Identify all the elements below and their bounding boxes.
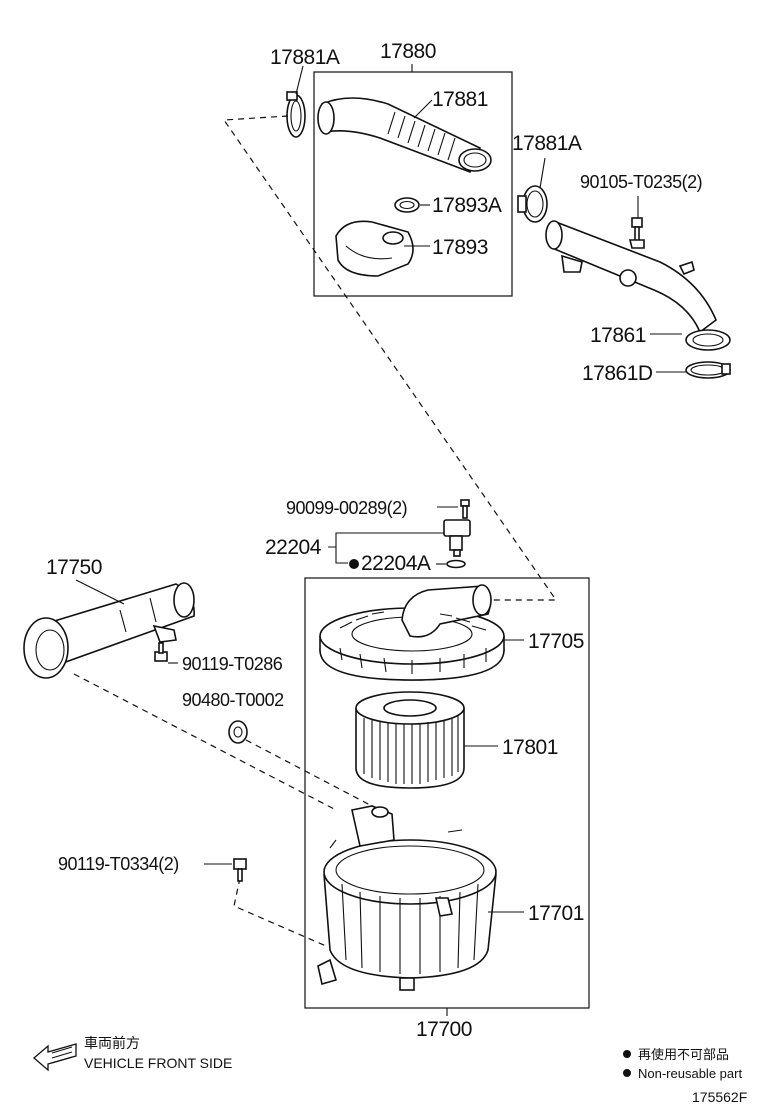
- clamp-17881A-right[interactable]: [517, 185, 548, 223]
- label-17881A-left: 17881A: [270, 46, 340, 69]
- front-direction-en: VEHICLE FRONT SIDE: [84, 1055, 232, 1071]
- part-labels: 17881A 17880 17881 17893A 17893 17881A 9…: [46, 40, 703, 1041]
- non-reusable-dot-icon: [349, 559, 359, 569]
- label-17881: 17881: [432, 88, 488, 111]
- hose-17881[interactable]: [317, 97, 492, 174]
- dashed-connection-grommet: [245, 739, 373, 807]
- clamp-17893A[interactable]: [394, 197, 420, 213]
- group-17700: [304, 577, 590, 1016]
- nonreusable-legend: 再使用不可部品 Non-reusable part: [623, 1047, 742, 1081]
- label-17881A-right: 17881A: [512, 132, 582, 155]
- clamp-17861D[interactable]: [685, 361, 731, 379]
- label-90480-T0002: 90480-T0002: [182, 690, 284, 710]
- non-reusable-dot-icon: [623, 1069, 631, 1077]
- nonreusable-en: Non-reusable part: [638, 1066, 742, 1081]
- label-17880: 17880: [380, 40, 436, 63]
- label-17893A: 17893A: [432, 194, 502, 217]
- group-17880: [286, 64, 513, 297]
- label-17861: 17861: [590, 324, 646, 347]
- duct-17861[interactable]: [545, 220, 731, 351]
- group-17750: [23, 579, 248, 744]
- label-17701: 17701: [528, 902, 584, 925]
- bolt-90119-T0286[interactable]: [154, 642, 168, 662]
- element-17801[interactable]: [355, 691, 465, 789]
- label-17893: 17893: [432, 236, 488, 259]
- case-17701[interactable]: [317, 805, 497, 991]
- nonreusable-jp: 再使用不可部品: [638, 1047, 729, 1062]
- label-17700: 17700: [416, 1018, 472, 1041]
- dashed-connection-top: [222, 115, 558, 601]
- label-90099-00289: 90099-00289(2): [286, 498, 407, 518]
- o-ring-22204A[interactable]: [446, 559, 466, 569]
- cap-17705[interactable]: [319, 584, 505, 681]
- duct-17893[interactable]: [335, 220, 414, 277]
- label-17750: 17750: [46, 556, 102, 579]
- group-17861: [517, 157, 731, 379]
- inlet-17750[interactable]: [23, 582, 195, 679]
- bolt-90119-T0334[interactable]: [233, 858, 247, 882]
- label-17801: 17801: [502, 736, 558, 759]
- label-17861D: 17861D: [582, 362, 653, 385]
- label-17705: 17705: [528, 630, 584, 653]
- dashed-connection-inlet: [73, 673, 337, 811]
- dashed-connection-bolt: [233, 877, 327, 947]
- non-reusable-dot-icon: [623, 1050, 631, 1058]
- grommet-90480-T0002[interactable]: [228, 720, 248, 744]
- front-direction-legend: 車両前方 VEHICLE FRONT SIDE: [33, 1035, 232, 1072]
- label-90119-T0286: 90119-T0286: [182, 654, 283, 674]
- sensor-group-22204: [328, 499, 471, 569]
- figure-code: 175562F: [692, 1089, 747, 1105]
- group-box-17880: [313, 71, 513, 297]
- label-90119-T0334: 90119-T0334(2): [58, 854, 179, 874]
- front-direction-jp: 車両前方: [84, 1035, 140, 1051]
- label-22204: 22204: [265, 536, 322, 559]
- sensor-22204[interactable]: [443, 519, 471, 557]
- screw-90099-00289[interactable]: [460, 499, 470, 519]
- label-90105-T0235: 90105-T0235(2): [580, 172, 702, 192]
- label-22204A: 22204A: [361, 552, 431, 575]
- clamp-17881A-left[interactable]: [286, 91, 306, 138]
